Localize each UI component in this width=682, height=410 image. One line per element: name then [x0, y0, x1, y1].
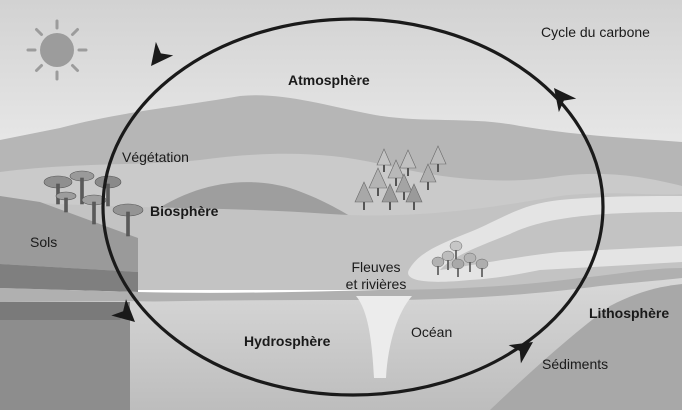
- diagram-title: Cycle du carbone: [541, 24, 650, 40]
- label-fleuves-line1: Fleuves: [351, 259, 401, 275]
- tree-icon: [475, 258, 489, 277]
- label-biosphere: Biosphère: [150, 203, 219, 219]
- tree-cluster-river: [431, 240, 489, 277]
- tree-icon: [354, 181, 374, 210]
- cycle-arrow-icon: [111, 41, 577, 364]
- tree-icon: [431, 256, 445, 275]
- tree-icon: [441, 250, 455, 270]
- crust-section: [0, 302, 130, 410]
- label-atmosphere: Atmosphère: [288, 72, 370, 88]
- tree-icon: [387, 159, 405, 186]
- label-lithosphere: Lithosphère: [589, 305, 670, 321]
- tree-icon: [381, 183, 399, 210]
- label-ocean: Océan: [411, 324, 453, 340]
- tree-icon: [55, 191, 77, 213]
- label-vegetation: Végétation: [122, 149, 189, 165]
- crust-wedge: [0, 302, 130, 320]
- river: [408, 196, 682, 282]
- tree-icon: [112, 203, 144, 237]
- label-hydrosphere: Hydrosphère: [244, 333, 331, 349]
- tree-icon: [463, 252, 477, 272]
- soil-block: [0, 196, 138, 272]
- shore-strip: [0, 268, 682, 302]
- tree-icon: [419, 163, 437, 190]
- tree-icon: [429, 145, 447, 172]
- tree-icon: [69, 170, 95, 205]
- cycle-ellipse: [101, 17, 605, 397]
- tree-icon: [368, 167, 388, 196]
- label-fleuves: Fleuves et rivières: [326, 259, 426, 293]
- seafloor: [490, 284, 682, 410]
- label-fleuves-line2: et rivières: [345, 276, 407, 292]
- tree-cluster-forest: [354, 145, 447, 210]
- soil-block-side: [0, 264, 138, 292]
- label-sols: Sols: [30, 234, 58, 250]
- tree-icon: [81, 194, 107, 225]
- tree-icon: [449, 240, 463, 259]
- label-sediments: Sédiments: [542, 356, 609, 372]
- tree-cluster-left: [43, 170, 144, 237]
- tree-icon: [395, 173, 413, 200]
- sun-icon: [26, 19, 88, 81]
- tree-icon: [376, 148, 392, 172]
- tree-icon: [399, 149, 417, 176]
- river-channel: [356, 296, 412, 378]
- tree-icon: [451, 258, 465, 277]
- tree-icon: [405, 183, 423, 210]
